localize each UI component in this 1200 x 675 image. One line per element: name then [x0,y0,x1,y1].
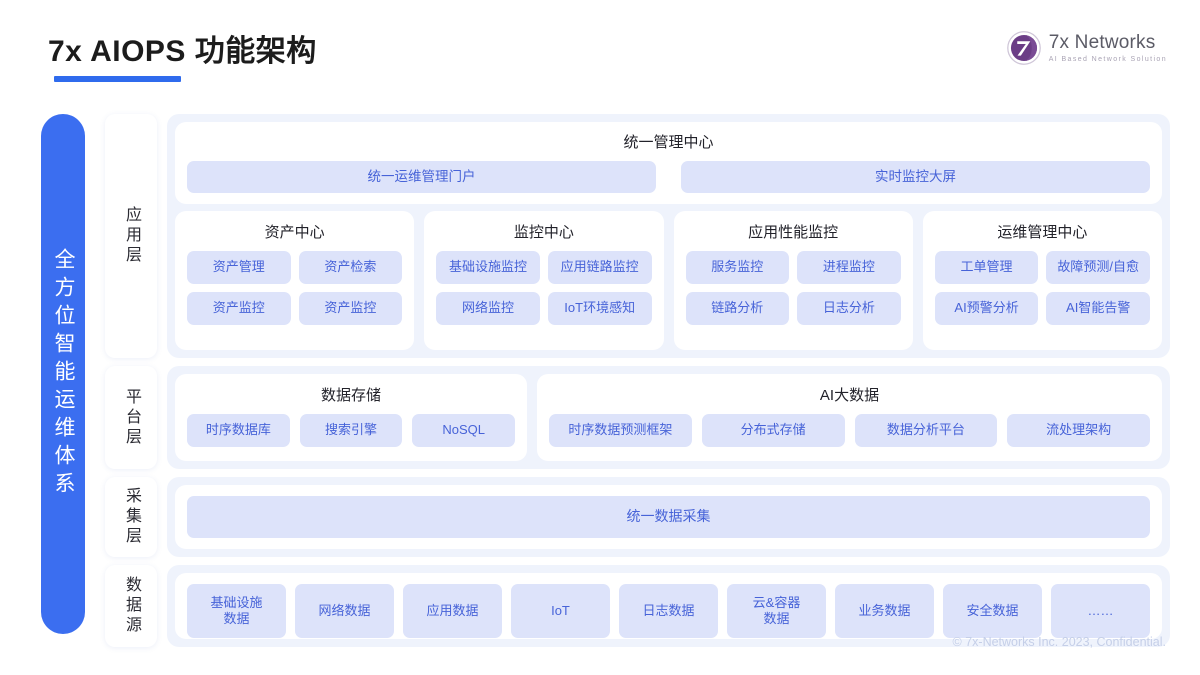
card-unified-collection: 统一数据采集 [175,485,1162,549]
chip-item[interactable]: NoSQL [412,414,516,447]
layer-application-body: 统一管理中心 统一运维管理门户 实时监控大屏 资产中心 资产管理 资产检索 资产… [167,114,1170,358]
chip-item[interactable]: 故障预测/自愈 [1046,251,1150,284]
logo-name: 7x Networks [1048,32,1156,53]
chip-item[interactable]: 资产监控 [298,292,403,325]
layer-tag-datasource-label: 数据源 [123,576,140,636]
chip-row: 时序数据预测框架 分布式存储 数据分析平台 流处理架构 [549,414,1150,447]
footer-copyright: © 7x-Networks Inc. 2023, Confidential. [952,635,1166,649]
layer-collection-body: 统一数据采集 [167,477,1170,557]
layer-tag-collection-label: 采集层 [123,487,140,547]
card-title: AI大数据 [819,387,880,404]
7x-sphere-logo-icon [1006,31,1041,65]
card-title: 数据存储 [320,387,381,404]
card-operations-management-center: 运维管理中心 工单管理 故障预测/自愈 AI预警分析 AI智能告警 [922,211,1162,350]
card-application-performance-monitoring: 应用性能监控 服务监控 进程监控 链路分析 日志分析 [673,211,913,350]
application-card-row: 资产中心 资产管理 资产检索 资产监控 资产监控 监控中心 基础设施监控 应用链… [175,211,1162,350]
layer-datasource: 数据源 基础设施数据 网络数据 应用数据 IoT 日志数据 云&容器数据 业务数… [105,565,1170,647]
chip-item[interactable]: IoT [511,584,610,638]
chip-row: 时序数据库 搜索引擎 NoSQL [187,414,516,447]
spine-label: 全方位智能运维体系 [52,248,75,500]
chip-item[interactable]: 工单管理 [934,251,1039,284]
layer-application: 应用层 统一管理中心 统一运维管理门户 实时监控大屏 资产中心 资产管理 [105,114,1170,358]
system-spine-banner: 全方位智能运维体系 [41,114,85,634]
chip-item[interactable]: 业务数据 [835,584,934,638]
chip-item[interactable]: …… [1051,584,1150,638]
layer-tag-platform-label: 平台层 [123,387,140,448]
card-title: 资产中心 [264,224,325,241]
logo-tagline: AI Based Network Solution [1048,56,1167,63]
layer-tag-application: 应用层 [105,114,157,358]
layer-platform-body: 数据存储 时序数据库 搜索引擎 NoSQL AI大数据 时序数据预测框架 分布式… [167,366,1170,469]
chip-item[interactable]: 数据分析平台 [854,414,998,447]
card-title: 统一管理中心 [623,134,714,151]
chip-item[interactable]: 应用数据 [403,584,502,638]
chip-item[interactable]: 基础设施数据 [187,584,286,638]
chip-item[interactable]: 资产监控 [187,292,291,325]
architecture-diagram: 全方位智能运维体系 应用层 统一管理中心 统一运维管理门户 实时监控大屏 资产中… [0,104,1200,647]
chip-grid: 服务监控 进程监控 链路分析 日志分析 [685,251,901,325]
chip-item[interactable]: 时序数据预测框架 [549,414,692,447]
layer-collection: 采集层 统一数据采集 [105,477,1170,557]
brand-logo: 7x Networks AI Based Network Solution [1006,30,1167,66]
layer-tag-collection: 采集层 [105,477,157,557]
chip-item[interactable]: 进程监控 [797,251,901,284]
card-monitoring-center: 监控中心 基础设施监控 应用链路监控 网络监控 IoT环境感知 [424,211,664,350]
chip-item[interactable]: 统一运维管理门户 [187,161,656,193]
chip-item[interactable]: AI预警分析 [934,292,1039,325]
layer-platform: 平台层 数据存储 时序数据库 搜索引擎 NoSQL AI大数据 [105,366,1170,469]
layer-tag-application-label: 应用层 [123,206,140,266]
chip-item[interactable]: 链路分析 [685,292,790,325]
chip-item[interactable]: 时序数据库 [187,414,290,447]
chip-item[interactable]: 基础设施监控 [436,251,540,284]
card-unified-management-center: 统一管理中心 统一运维管理门户 实时监控大屏 [175,122,1162,204]
card-data-storage: 数据存储 时序数据库 搜索引擎 NoSQL [175,374,527,461]
title-underline-accent [54,76,181,82]
card-title: 运维管理中心 [997,224,1088,241]
chip-item[interactable]: 资产管理 [187,251,291,284]
chip-unified-data-collection[interactable]: 统一数据采集 [187,496,1150,538]
chip-item[interactable]: 分布式存储 [701,414,845,447]
chip-item[interactable]: 日志分析 [797,292,901,325]
chip-item[interactable]: 网络监控 [436,292,540,325]
chip-item[interactable]: AI智能告警 [1046,292,1150,325]
chip-item[interactable]: 云&容器数据 [727,584,826,638]
chip-item[interactable]: 日志数据 [619,584,718,638]
chip-grid: 资产管理 资产检索 资产监控 资产监控 [187,251,403,325]
card-title: 监控中心 [513,224,574,241]
chip-item[interactable]: IoT环境感知 [547,292,652,325]
mgmt-center-chips: 统一运维管理门户 实时监控大屏 [187,161,1150,193]
chip-item[interactable]: 网络数据 [295,584,394,638]
layer-stack: 应用层 统一管理中心 统一运维管理门户 实时监控大屏 资产中心 资产管理 [105,114,1170,647]
layer-tag-datasource: 数据源 [105,565,157,647]
chip-grid: 基础设施监控 应用链路监控 网络监控 IoT环境感知 [436,251,652,325]
page-title: 7x AIOPS 功能架构 [48,35,317,68]
chip-item[interactable]: 应用链路监控 [547,251,652,284]
layer-tag-platform: 平台层 [105,366,157,469]
chip-item[interactable]: 服务监控 [685,251,790,284]
page-header: 7x AIOPS 功能架构 7x Networks AI Based Netwo… [0,0,1200,100]
chip-item[interactable]: 安全数据 [943,584,1042,638]
chip-item[interactable]: 搜索引擎 [299,414,403,447]
card-ai-big-data: AI大数据 时序数据预测框架 分布式存储 数据分析平台 流处理架构 [537,374,1162,461]
card-asset-center: 资产中心 资产管理 资产检索 资产监控 资产监控 [175,211,415,350]
chip-item[interactable]: 实时监控大屏 [681,161,1150,193]
layer-datasource-body: 基础设施数据 网络数据 应用数据 IoT 日志数据 云&容器数据 业务数据 安全… [167,565,1170,647]
chip-item[interactable]: 资产检索 [298,251,403,284]
platform-card-row: 数据存储 时序数据库 搜索引擎 NoSQL AI大数据 时序数据预测框架 分布式… [175,374,1162,461]
datasource-chip-row: 基础设施数据 网络数据 应用数据 IoT 日志数据 云&容器数据 业务数据 安全… [187,584,1150,638]
card-data-sources: 基础设施数据 网络数据 应用数据 IoT 日志数据 云&容器数据 业务数据 安全… [175,573,1162,639]
chip-item[interactable]: 流处理架构 [1007,414,1150,447]
card-title: 应用性能监控 [748,224,839,241]
chip-grid: 工单管理 故障预测/自愈 AI预警分析 AI智能告警 [934,251,1150,325]
